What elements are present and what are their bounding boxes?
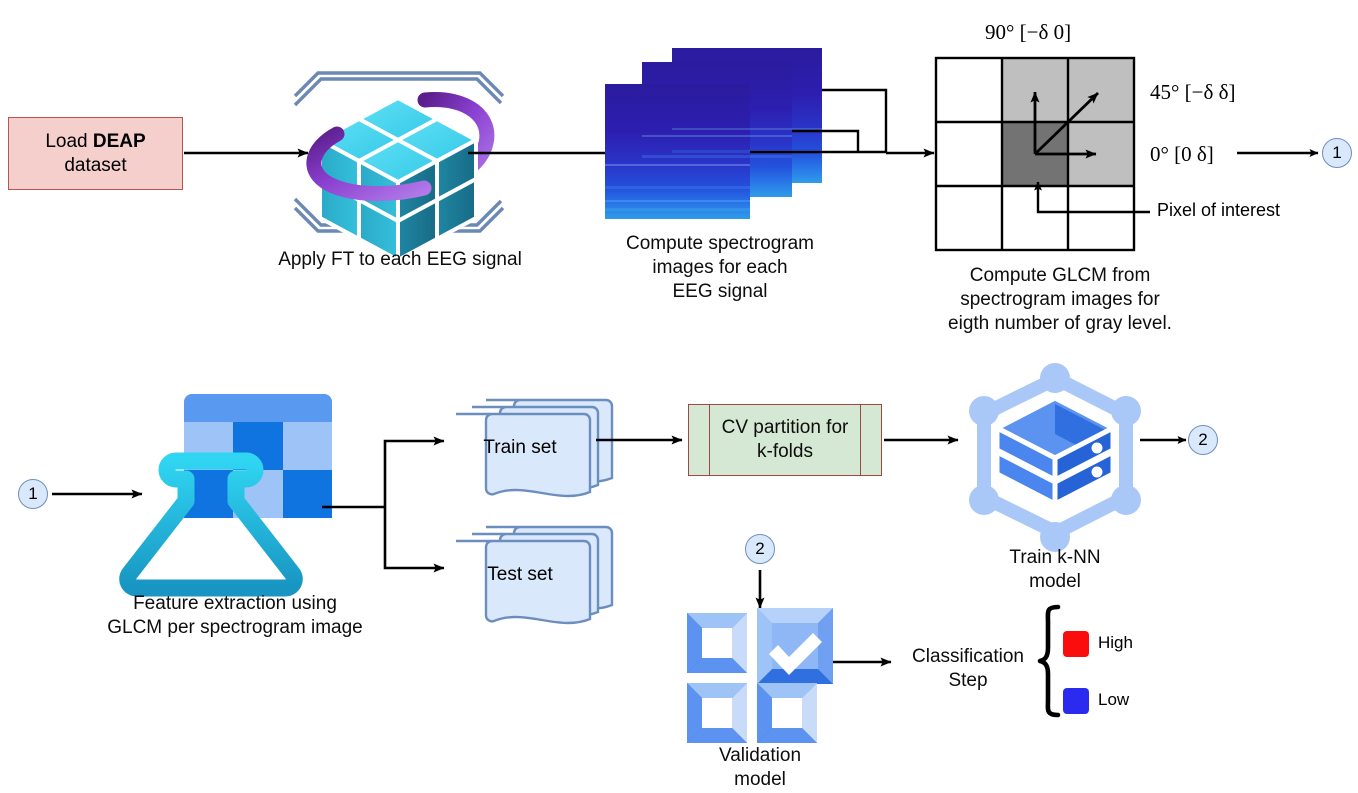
connector-1-out[interactable]: 1	[1322, 138, 1352, 168]
load-deap-box[interactable]: Load DEAP dataset	[8, 117, 183, 190]
glcm-grid	[934, 56, 1150, 252]
connector-2-out[interactable]: 2	[1188, 425, 1218, 455]
legend-swatch-low	[1063, 688, 1089, 714]
load-deap-line2: dataset	[64, 154, 127, 176]
feature-extraction-caption: Feature extraction using GLCM per spectr…	[107, 593, 363, 638]
connector-1-in-label: 1	[28, 484, 38, 503]
connector-1-in[interactable]: 1	[18, 479, 48, 509]
branch-feature-to-sets	[322, 436, 445, 573]
connector-2-in[interactable]: 2	[745, 534, 775, 564]
validation-caption: Validation model	[718, 745, 802, 790]
pixel-of-interest-label: Pixel of interest	[1157, 200, 1281, 220]
validation-model-icon	[687, 608, 833, 743]
knn-caption: Train k-NN model	[1009, 547, 1101, 592]
connector-2-in-label: 2	[755, 539, 765, 558]
test-set-docstack[interactable]	[456, 525, 614, 625]
legend-swatch-high	[1063, 631, 1089, 657]
bevel-square-tl	[687, 613, 747, 673]
flask-icon	[119, 452, 303, 597]
feature-extraction-icon	[119, 394, 332, 597]
cv-partition-label: CV partition for k-folds	[721, 417, 849, 462]
load-deap-bold: DEAP	[92, 130, 146, 152]
ft-caption: Apply FT to each EEG signal	[278, 249, 522, 270]
bevel-square-tr-check	[757, 608, 833, 684]
train-set-label: Train set	[483, 437, 557, 458]
load-deap-line1: Load	[45, 130, 93, 152]
classification-brace	[1037, 604, 1061, 718]
knn-model-icon	[969, 363, 1141, 552]
glcm-label-0deg: 0° [0 δ]	[1150, 142, 1214, 166]
glcm-caption: Compute GLCM from spectrogram images for…	[948, 265, 1172, 334]
train-set-docstack[interactable]	[456, 398, 614, 498]
classification-step-label: Classification Step	[912, 646, 1024, 691]
bevel-square-bl	[687, 683, 747, 743]
connector-1-out-label: 1	[1332, 143, 1342, 162]
glcm-label-90deg: 90° [−δ 0]	[985, 20, 1072, 44]
cv-partition-box[interactable]: CV partition for k-folds	[688, 404, 882, 476]
spectrogram-images	[605, 48, 888, 219]
legend-label-high: High	[1098, 633, 1133, 652]
fourier-transform-icon	[293, 71, 505, 262]
connector-2-out-label: 2	[1198, 430, 1208, 449]
legend-label-low: Low	[1098, 690, 1130, 709]
bevel-square-br	[757, 683, 817, 743]
spectrogram-caption: Compute spectrogram images for each EEG …	[626, 233, 814, 302]
checkerboard-icon	[184, 394, 332, 518]
glcm-label-45deg: 45° [−δ δ]	[1150, 80, 1236, 104]
test-set-label: Test set	[487, 564, 553, 585]
